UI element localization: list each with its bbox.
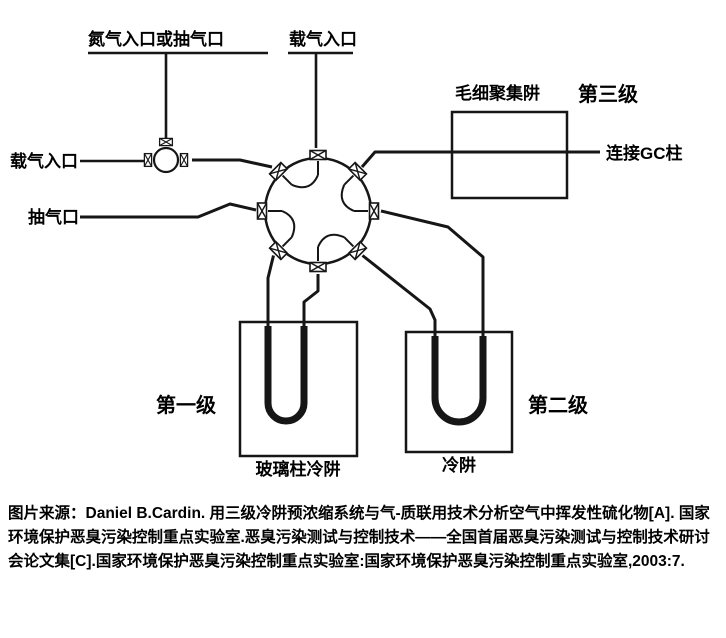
pump-port-label: 抽气口 [28,207,79,227]
valve-to-glass-trap-left-tube [266,255,275,332]
tee-to-valve-tube [192,158,273,169]
gc-column-label: 连接GC柱 [606,143,683,163]
valve-port-icon [309,149,327,161]
tee-fitting-icon [143,137,189,174]
valve-port-icon [309,261,327,273]
tee-port-icon [158,137,174,147]
rotary-valve [256,149,380,273]
stage3-label: 第三级 [578,82,638,106]
nitrogen-inlet-leader-line [88,51,268,140]
valve-internal-channels [268,161,368,261]
valve-to-glass-trap-right-tube [302,274,320,332]
tee-port-icon [179,152,189,168]
valve-to-cold-trap-right-tube [380,209,485,338]
valve-to-cold-trap-left-tube [361,254,437,338]
pump-port-tube [80,202,257,219]
valve-port-icon [368,202,380,220]
gc-column-tube [360,150,600,168]
glass-trap-box [238,320,359,458]
valve-port-icon [256,202,268,220]
capillary-trap-box [450,110,569,200]
carrier-inlet-top-label: 载气入口 [289,29,357,49]
glass-trap-u-tube [264,326,308,425]
cold-trap-box [404,330,514,454]
figure-caption: 图片来源：Daniel B.Cardin. 用三级冷阱预浓缩系统与气-质联用技术… [8,505,710,571]
tee-port-icon [143,152,153,168]
nitrogen-inlet-label: 氮气入口或抽气口 [88,29,224,49]
cold-trap-label: 冷阱 [442,455,476,475]
glass-trap-label: 玻璃柱冷阱 [256,459,341,479]
preconcentration-diagram: 氮气入口或抽气口 载气入口 载气入口 抽气口 [10,29,683,479]
capillary-trap-label: 毛细聚集阱 [455,83,540,103]
carrier-inlet-top-leader-line [288,51,353,148]
stage2-label: 第二级 [528,393,588,417]
stage1-label: 第一级 [156,393,216,417]
cold-trap-u-tube [431,336,487,426]
carrier-inlet-left-label: 载气入口 [10,151,78,171]
trap-tubing [266,209,485,338]
